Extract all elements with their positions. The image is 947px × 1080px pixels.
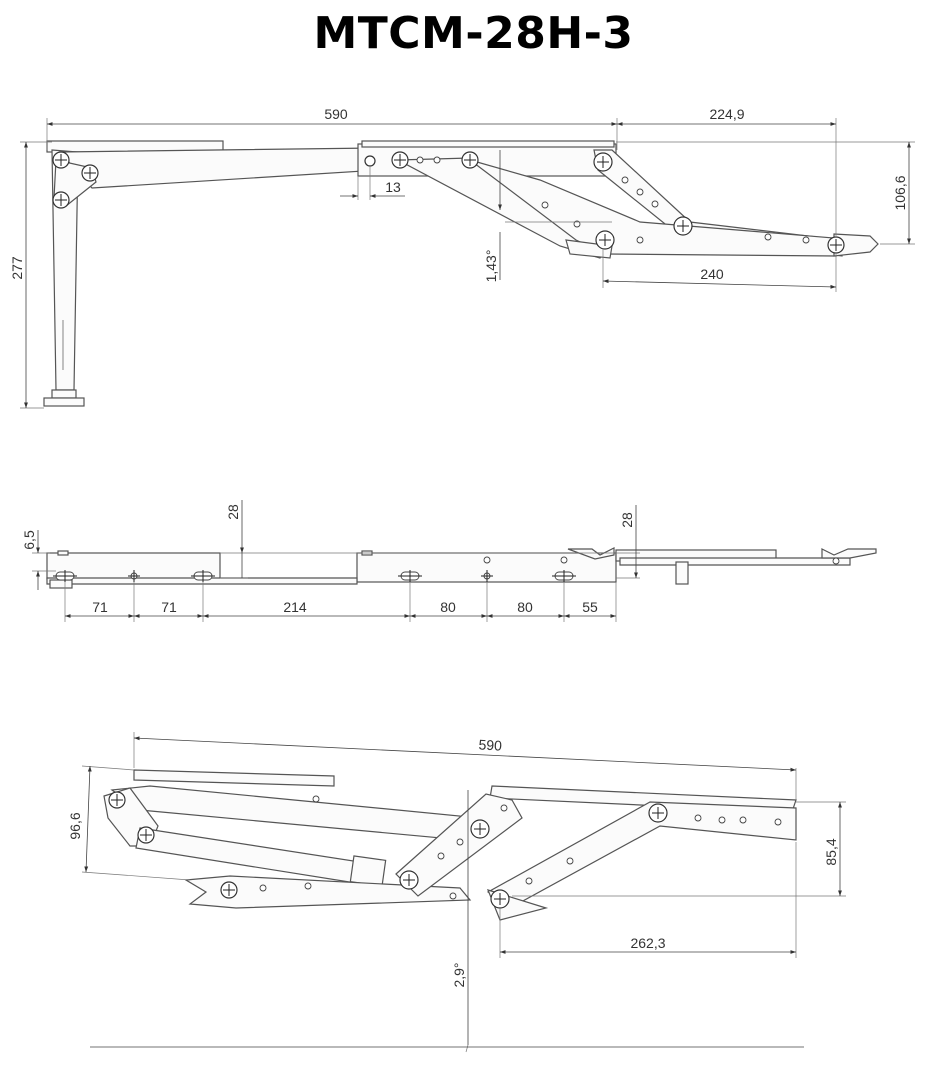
dim-71-b: 71 xyxy=(161,599,177,615)
plan-view: 6,5 28 28 71 71 xyxy=(21,500,877,622)
dim-85-4: 85,4 xyxy=(823,838,839,865)
plan-holes xyxy=(53,556,840,582)
dim-262-3: 262,3 xyxy=(630,935,665,951)
upper-link-arm xyxy=(58,147,381,189)
rivet-holes xyxy=(416,156,810,244)
dim-590-bottom: 590 xyxy=(478,736,502,753)
dim-80-b: 80 xyxy=(517,599,533,615)
dimensions-side-bottom: 590 96,6 85,4 262,3 2,9° xyxy=(67,732,846,1053)
stud xyxy=(675,561,689,585)
leg-adjuster xyxy=(51,389,77,399)
dim-2-9-deg: 2,9° xyxy=(451,962,467,987)
lower-fork-arm xyxy=(184,875,472,909)
center-bracket-flange xyxy=(361,140,615,148)
dim-214: 214 xyxy=(283,599,307,615)
right-bracket-ears xyxy=(821,548,877,559)
dimensions-side-top: 590 224,9 106,6 277 13 1,43° xyxy=(9,106,915,409)
drawing-title: MTCM-28H-3 xyxy=(313,8,634,59)
leg-foot xyxy=(43,397,85,407)
dim-55: 55 xyxy=(582,599,598,615)
main-diagonal-arm xyxy=(486,801,797,909)
dim-106-6: 106,6 xyxy=(892,175,908,210)
left-plate xyxy=(133,769,335,787)
dim-28-right: 28 xyxy=(619,512,635,528)
dim-28-left: 28 xyxy=(225,504,241,520)
dim-71-a: 71 xyxy=(92,599,108,615)
dim-590: 590 xyxy=(324,106,348,122)
lower-arm xyxy=(135,827,363,885)
dim-6-5: 6,5 xyxy=(21,530,37,550)
pivot-points xyxy=(52,151,845,254)
side-view-top: 590 224,9 106,6 277 13 1,43° xyxy=(9,106,915,409)
left-bracket-ears xyxy=(567,547,615,560)
dim-1-43-deg: 1,43° xyxy=(483,250,499,283)
dimensions-plan: 6,5 28 28 71 71 xyxy=(21,500,640,622)
dim-277: 277 xyxy=(9,256,25,280)
dim-96-6: 96,6 xyxy=(67,812,83,839)
dim-224-9: 224,9 xyxy=(709,106,744,122)
left-rail xyxy=(46,552,221,580)
dim-240: 240 xyxy=(700,266,724,282)
gas-spring-body xyxy=(349,855,387,887)
pivot-points-bottom xyxy=(108,791,668,909)
rivet-holes-bottom xyxy=(259,795,782,900)
right-rail-lower xyxy=(619,557,851,566)
side-view-bottom: 590 96,6 85,4 262,3 2,9° xyxy=(67,732,846,1053)
dim-13: 13 xyxy=(385,179,401,195)
dim-80-a: 80 xyxy=(440,599,456,615)
